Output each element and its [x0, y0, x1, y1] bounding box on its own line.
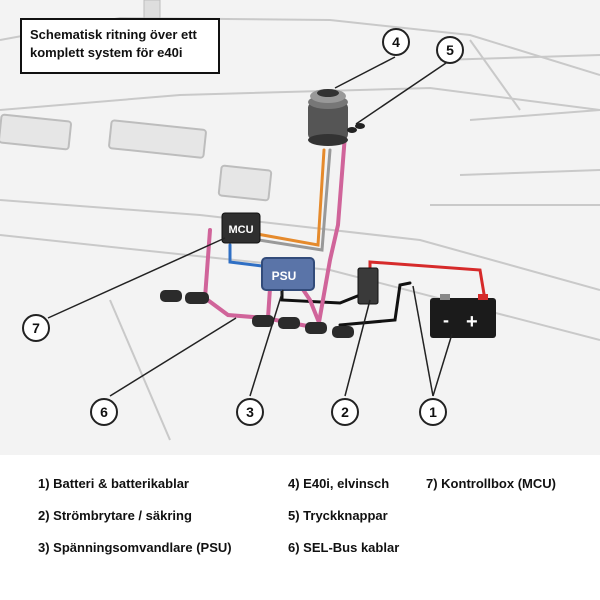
callout-2: 2: [331, 398, 359, 426]
mcu-box: MCU: [221, 212, 261, 244]
callout-7: 7: [22, 314, 50, 342]
boat-hull: [0, 16, 600, 441]
sel-bus-psu: [266, 286, 272, 320]
power-cable-red: [368, 260, 487, 302]
sel-bus-riser: [316, 133, 347, 330]
mast: [143, 0, 161, 19]
signal-cable-gray: [244, 148, 332, 252]
push-buttons: [347, 123, 365, 133]
switch-fuse: [357, 267, 379, 305]
legend-item-1: 1) Batteri & batterikablar: [38, 476, 189, 491]
battery: - +: [430, 294, 496, 338]
e40i-winch: [308, 89, 348, 146]
system-diagram: MCU PSU - +: [0, 0, 600, 441]
callout-1: 1: [419, 398, 447, 426]
cables: [202, 133, 487, 330]
battery-plus: +: [466, 311, 478, 333]
legend-item-3: 3) Spänningsomvandlare (PSU): [38, 540, 232, 555]
callout-3: 3: [236, 398, 264, 426]
power-cable-black: [338, 281, 412, 327]
psu-box: PSU: [261, 257, 315, 291]
diagram-title: Schematisk ritning över ett komplett sys…: [20, 18, 220, 74]
callout-6: 6: [90, 398, 118, 426]
mcu-label: MCU: [228, 224, 253, 236]
callout-4: 4: [382, 28, 410, 56]
psu-label: PSU: [272, 269, 297, 283]
legend-item-4: 4) E40i, elvinsch: [288, 476, 390, 491]
leader-lines: [47, 56, 453, 397]
callout-5: 5: [436, 36, 464, 64]
hull-windows: [0, 113, 273, 202]
battery-minus: -: [443, 310, 449, 330]
sel-bus-connectors: [160, 290, 354, 338]
legend-item-2: 2) Strömbrytare / säkring: [38, 508, 192, 523]
legend-item-6: 6) SEL-Bus kablar: [288, 540, 400, 555]
legend-item-7: 7) Kontrollbox (MCU): [426, 476, 556, 491]
signal-cable-blue: [228, 243, 264, 268]
diagram-stage: MCU PSU - +: [0, 0, 600, 455]
legend-item-5: 5) Tryckknappar: [288, 508, 388, 523]
signal-cable-orange: [244, 148, 326, 247]
